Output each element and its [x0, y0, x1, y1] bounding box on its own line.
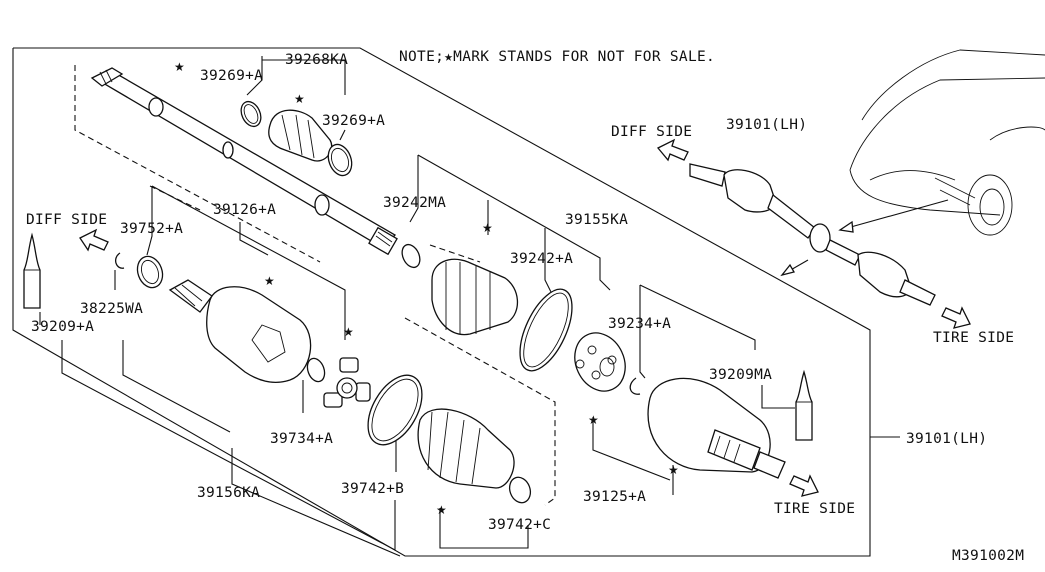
tripod-joint-39734 — [323, 357, 371, 408]
outer-boot-39241 — [401, 243, 573, 372]
inner-boot-39741 — [367, 374, 532, 504]
part-label-39242A: 39242+A — [510, 251, 573, 267]
leader-lines — [39, 56, 900, 557]
part-label-39734A: 39734+A — [270, 431, 333, 447]
svg-text:★: ★ — [343, 325, 354, 339]
part-label-39126A: 39126+A — [213, 202, 276, 218]
outer-cv-joint-39211 — [574, 332, 786, 479]
grease-tube-39209MA — [795, 369, 813, 441]
dashed-guides — [74, 65, 556, 506]
svg-text:★: ★ — [436, 503, 447, 517]
arrow-tire-side-bottom — [789, 474, 819, 497]
axle-shaft-39100 — [90, 67, 398, 256]
part-label-39101LH-main: 39101(LH) — [906, 431, 987, 447]
part-label-39209A: 39209+A — [31, 319, 94, 335]
arrow-diff-side-left — [79, 228, 109, 252]
label-tire-side-right: TIRE SIDE — [933, 330, 1014, 346]
part-label-39742B: 39742+B — [341, 481, 404, 497]
svg-text:★: ★ — [174, 60, 185, 74]
part-label-39156KA: 39156KA — [197, 485, 260, 501]
label-diff-side-right: DIFF SIDE — [611, 124, 692, 140]
svg-text:★: ★ — [668, 463, 679, 477]
svg-text:★: ★ — [294, 92, 305, 106]
part-label-39268KA: 39268KA — [285, 52, 348, 68]
label-tire-side-bottom: TIRE SIDE — [774, 501, 855, 517]
part-label-38225WA: 38225WA — [80, 301, 143, 317]
svg-text:★: ★ — [588, 413, 599, 427]
diagram-code: M391002M — [952, 548, 1024, 564]
inset-vehicle-illustration — [838, 49, 1045, 236]
part-label-39242MA: 39242MA — [383, 195, 446, 211]
part-label-39209MA: 39209MA — [709, 367, 772, 383]
arrow-tire-side-right — [941, 306, 971, 329]
not-for-sale-marks: ★ ★ ★ ★ ★ ★ ★ ★ — [174, 60, 679, 517]
inner-joint-housing-39209 — [23, 232, 326, 383]
boot-kit-39268KA — [240, 100, 353, 177]
part-label-39101LH-inset: 39101(LH) — [726, 117, 807, 133]
part-label-39269A-mid: 39269+A — [322, 113, 385, 129]
svg-text:★: ★ — [482, 221, 493, 235]
part-label-39752A: 39752+A — [120, 221, 183, 237]
label-diff-side-left: DIFF SIDE — [26, 212, 107, 228]
part-label-39125A: 39125+A — [583, 489, 646, 505]
part-label-39234A: 39234+A — [608, 316, 671, 332]
part-label-39742C: 39742+C — [488, 517, 551, 533]
diagram-frame — [12, 47, 871, 557]
svg-text:★: ★ — [264, 274, 275, 288]
part-label-39155KA: 39155KA — [565, 212, 628, 228]
inset-driveshaft — [689, 163, 936, 306]
part-label-39269A-top: 39269+A — [200, 68, 263, 84]
sale-note: NOTE;★MARK STANDS FOR NOT FOR SALE. — [399, 49, 715, 65]
arrow-diff-side-right — [656, 138, 689, 162]
